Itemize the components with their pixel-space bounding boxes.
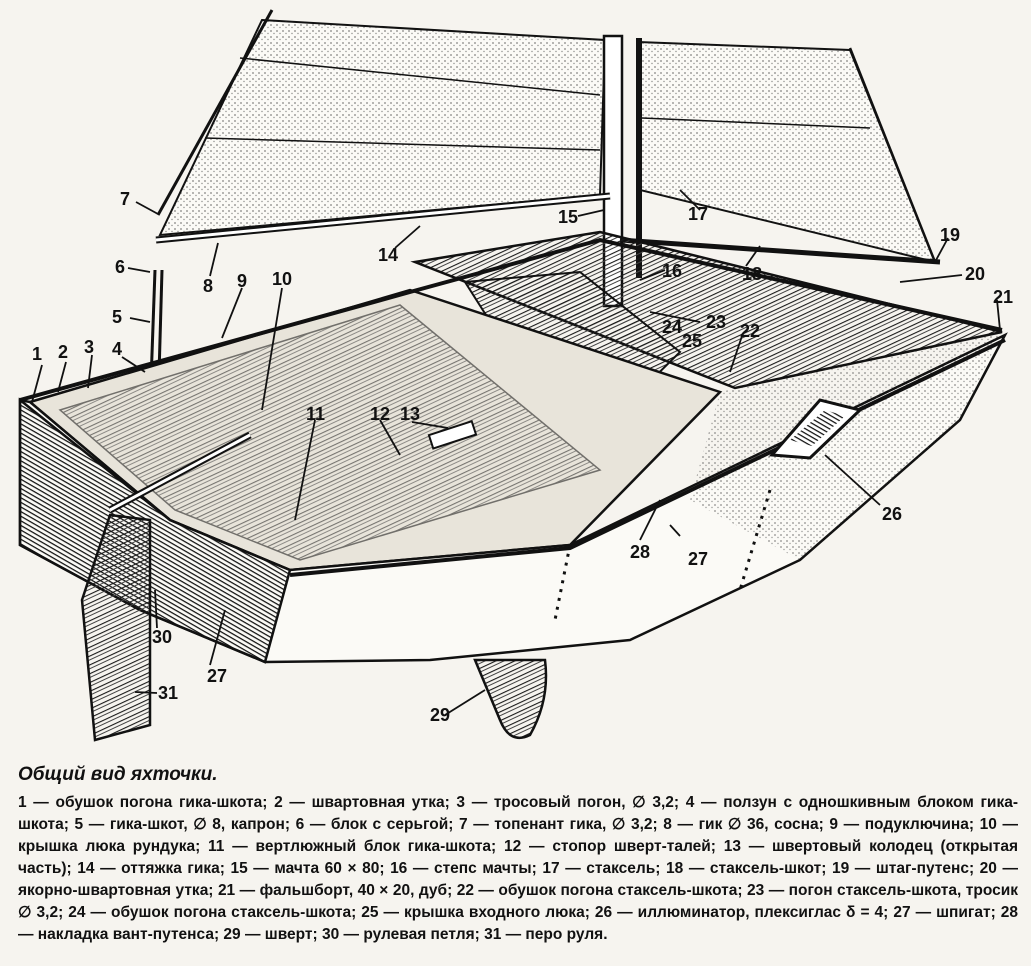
callout-28: 28 <box>630 542 651 562</box>
callout-16: 16 <box>662 261 683 281</box>
leader-lines <box>31 189 1001 716</box>
callout-9: 9 <box>237 271 248 291</box>
callout-22: 22 <box>740 321 761 341</box>
rudder-blade <box>80 513 152 742</box>
callout-24: 24 <box>662 317 683 337</box>
callout-6: 6 <box>115 257 126 277</box>
callout-13: 13 <box>400 404 421 424</box>
callout-23: 23 <box>706 312 727 332</box>
jib-sail <box>636 40 937 264</box>
callout-15: 15 <box>558 207 579 227</box>
yacht-drawing: 1 2 3 4 5 6 7 8 9 10 11 12 13 14 15 16 1… <box>18 9 1014 742</box>
callout-8: 8 <box>203 276 214 296</box>
callout-31: 31 <box>158 683 179 703</box>
centreboard <box>473 658 548 740</box>
callout-5: 5 <box>112 307 123 327</box>
callout-10: 10 <box>272 269 293 289</box>
callout-14: 14 <box>378 245 399 265</box>
jib-sheet-track <box>619 237 941 265</box>
caption-title: Общий вид яхточки. <box>18 764 218 785</box>
figure-caption: Общий вид яхточки. 1 — обушок погона гик… <box>18 764 1018 946</box>
callout-1: 1 <box>32 344 43 364</box>
caption-legend-text: 1 — обушок погона гика-шкота; 2 — шварто… <box>18 794 1018 943</box>
callout-12: 12 <box>370 404 391 424</box>
callout-21: 21 <box>993 287 1014 307</box>
callout-17: 17 <box>688 204 709 224</box>
mainsail <box>158 18 607 237</box>
callout-27-stern: 27 <box>207 666 228 686</box>
topping-lift <box>156 9 274 216</box>
callout-27-side: 27 <box>688 549 709 569</box>
callout-30: 30 <box>152 627 173 647</box>
callout-18: 18 <box>742 264 763 284</box>
callout-26: 26 <box>882 504 903 524</box>
callout-2: 2 <box>58 342 69 362</box>
callout-11: 11 <box>306 404 326 424</box>
hull <box>18 230 1008 664</box>
callout-7: 7 <box>120 189 131 209</box>
yacht-illustration <box>18 9 1008 742</box>
callout-3: 3 <box>84 337 95 357</box>
callout-29: 29 <box>430 705 451 725</box>
callout-4: 4 <box>112 339 123 359</box>
callout-19: 19 <box>940 225 961 245</box>
callout-20: 20 <box>965 264 986 284</box>
callout-25: 25 <box>682 331 703 351</box>
